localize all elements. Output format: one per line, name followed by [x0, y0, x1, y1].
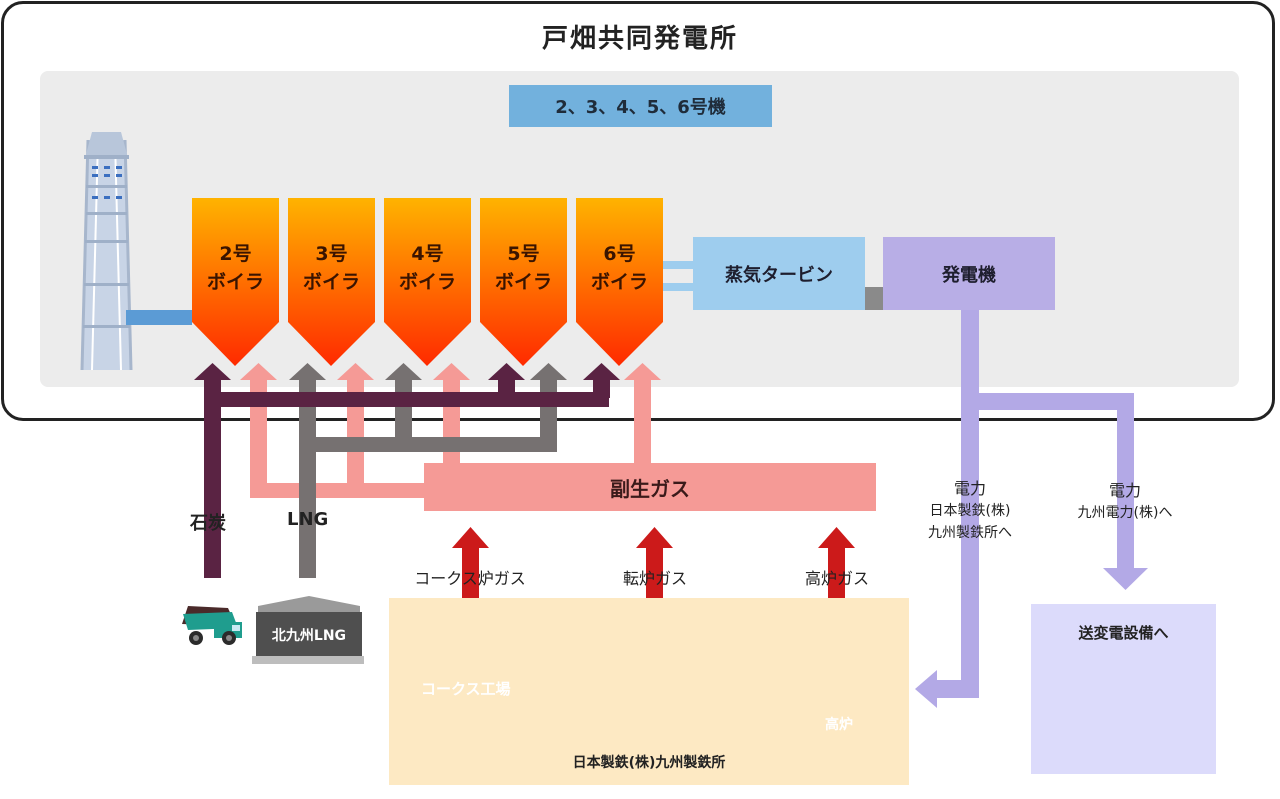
power-to-steelworks-label: 電力 日本製鉄(株) 九州製鉄所へ	[928, 479, 1012, 541]
lng-terminal-label: 北九州LNG	[271, 628, 347, 644]
power-to-kyuden-label: 電力 九州電力(株)へ	[1077, 481, 1173, 521]
units-label: 2、3、4、5、6号機	[509, 85, 772, 127]
coke-plant-label: コークス工場	[421, 680, 511, 698]
substation-area	[1031, 604, 1216, 774]
boiler-5	[480, 198, 567, 366]
boiler-label: 4号ボイラ	[398, 243, 456, 293]
converter-gas-label: 転炉ガス	[622, 569, 687, 588]
steam-pipe	[663, 261, 694, 269]
power-lines	[915, 310, 1148, 708]
plant-title: 戸畑共同発電所	[541, 24, 738, 54]
coal-label: 石炭	[190, 513, 226, 534]
lng-terminal-icon	[252, 596, 364, 664]
lng-label: LNG	[287, 509, 329, 530]
steam-turbine: 蒸気タービン	[693, 237, 865, 310]
generator: 発電機	[883, 237, 1055, 310]
coke-oven-gas-label: コークス炉ガス	[414, 569, 526, 588]
gas-source-arrows	[452, 527, 855, 613]
boiler-2	[192, 198, 279, 366]
steelworks-caption: 日本製鉄(株)九州製鉄所	[572, 755, 726, 771]
blast-furnace-label: 高炉	[825, 717, 853, 733]
coal-lines	[194, 363, 620, 578]
coal-truck-icon	[182, 606, 242, 645]
turbine-shaft	[865, 287, 884, 310]
substation-label: 送変電設備へ	[1078, 624, 1169, 642]
blast-furnace-gas-label: 高炉ガス	[804, 569, 869, 588]
chimney-icon	[80, 132, 133, 371]
steelworks-area	[389, 598, 909, 785]
byproduct-gas-header: 副生ガス	[424, 463, 876, 511]
boiler-label: 3号ボイラ	[302, 243, 360, 293]
boiler-6	[576, 198, 663, 366]
boiler-label: 2号ボイラ	[206, 243, 264, 293]
boiler-4	[384, 198, 471, 366]
boiler-label: 5号ボイラ	[494, 243, 552, 293]
boiler-label: 6号ボイラ	[590, 243, 648, 293]
boiler-3	[288, 198, 375, 366]
steam-pipe	[663, 283, 694, 291]
flue-duct	[126, 310, 192, 325]
